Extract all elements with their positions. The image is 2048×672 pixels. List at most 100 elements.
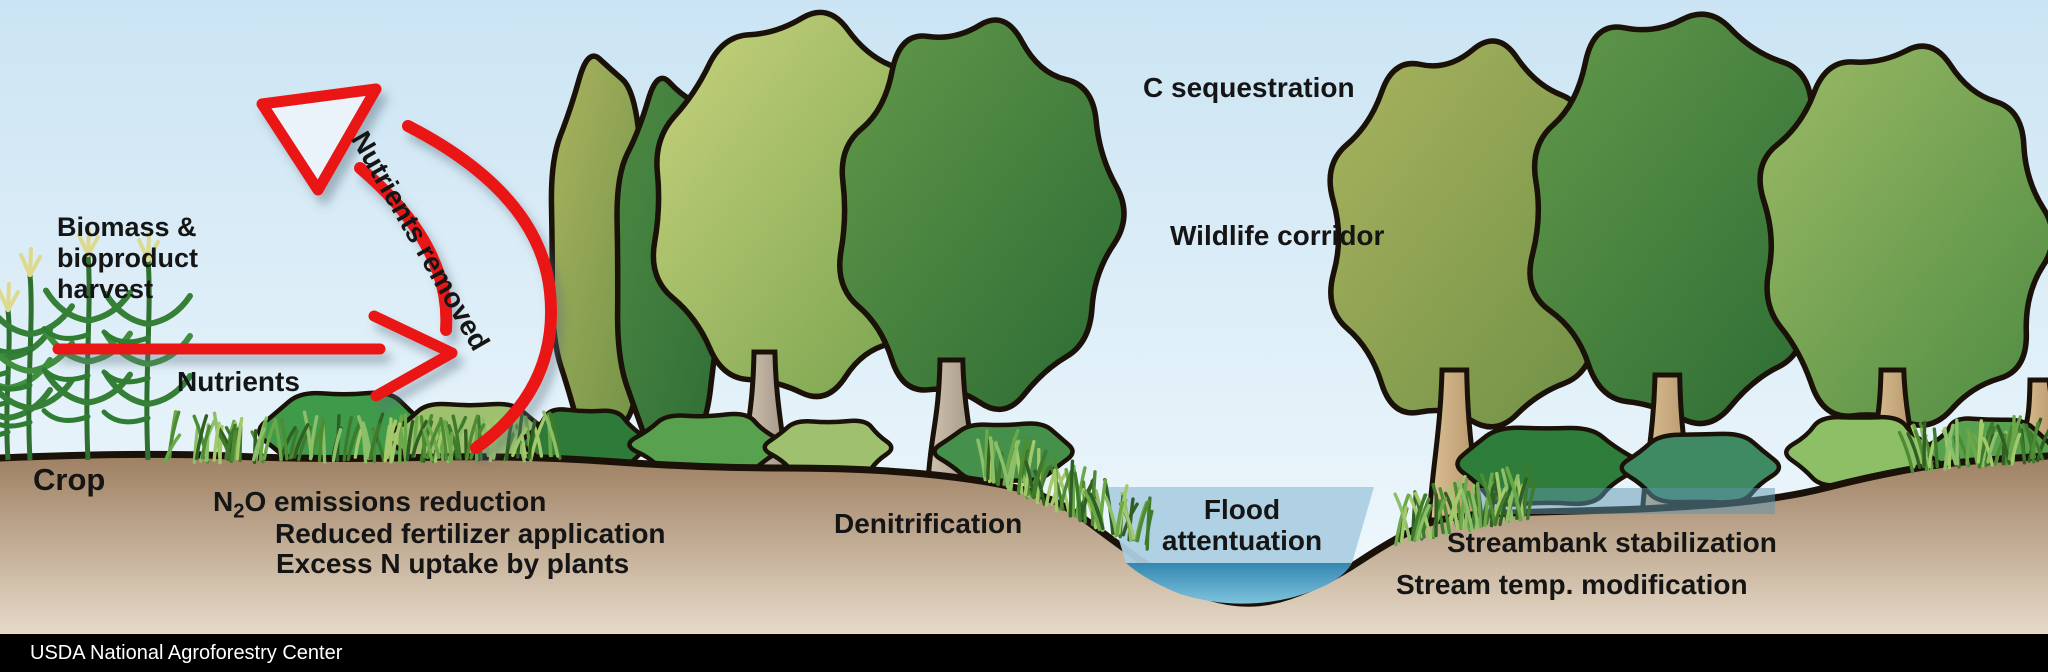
grass-blade bbox=[422, 428, 434, 462]
grass-blade bbox=[993, 441, 1011, 492]
grass-blade bbox=[200, 424, 212, 460]
grass-blade bbox=[1053, 468, 1059, 513]
label-reduced-fertilizer: Reduced fertilizer application bbox=[275, 518, 666, 549]
corn-tassel bbox=[6, 290, 20, 312]
grass-blade bbox=[447, 424, 460, 459]
grass-blade bbox=[2030, 421, 2040, 460]
grass-blade bbox=[1415, 504, 1431, 541]
corn-leaf bbox=[101, 409, 151, 425]
grass-blade bbox=[1431, 482, 1445, 535]
label-nutrients: Nutrients bbox=[177, 366, 300, 397]
corn-leaf bbox=[101, 369, 151, 385]
grass-blade bbox=[1493, 491, 1509, 527]
grass-blade bbox=[1115, 500, 1125, 537]
grass-blade bbox=[511, 427, 528, 458]
grass-blade bbox=[988, 436, 996, 484]
grass-blade bbox=[533, 426, 544, 458]
grass-blade bbox=[405, 419, 415, 462]
grass-blade bbox=[280, 417, 289, 461]
corn-leaf bbox=[41, 408, 91, 423]
corn-leaf bbox=[0, 314, 33, 338]
nutrient-cycle-arrows bbox=[52, 83, 557, 454]
grass-blade bbox=[1897, 430, 1915, 474]
grass-blade bbox=[1955, 418, 1959, 466]
grass-blade bbox=[451, 414, 462, 461]
grass-blade bbox=[2010, 432, 2022, 466]
grass-blade bbox=[212, 421, 221, 462]
grass-blade bbox=[163, 433, 182, 463]
label-streambank-stabilization: Streambank stabilization bbox=[1447, 527, 1777, 558]
grass-blade bbox=[235, 416, 244, 461]
grass-blade bbox=[1480, 473, 1497, 525]
tree-canopy bbox=[1757, 43, 2048, 428]
grass-blade bbox=[194, 414, 209, 461]
grass-blade bbox=[476, 414, 483, 461]
stream-water bbox=[1126, 563, 1352, 604]
corn-leaf bbox=[41, 326, 91, 341]
grass-blade bbox=[2036, 428, 2048, 463]
grass-blade bbox=[1476, 482, 1483, 529]
grass-blade bbox=[398, 425, 408, 463]
grass-blade bbox=[368, 423, 382, 461]
grass-blade bbox=[1913, 430, 1929, 472]
grass-blade bbox=[542, 410, 560, 458]
corn-leaf bbox=[43, 287, 91, 324]
grass-blade bbox=[383, 424, 392, 463]
grass-blade bbox=[230, 430, 237, 462]
grass-blade bbox=[1941, 429, 1958, 466]
grass-blade bbox=[1498, 482, 1514, 527]
grass-blade bbox=[1515, 477, 1528, 520]
left-tree-group bbox=[548, 9, 1127, 485]
grass-blade bbox=[1016, 437, 1029, 493]
corn-leaf bbox=[0, 399, 11, 407]
grass-blade bbox=[1144, 509, 1154, 546]
grass bbox=[163, 410, 2048, 551]
flood-attenuation-water bbox=[1103, 487, 1374, 563]
corn-leaf bbox=[101, 329, 151, 345]
grass-blade bbox=[1089, 492, 1105, 531]
grass-blade bbox=[1943, 423, 1955, 471]
corn-leaf bbox=[0, 345, 33, 355]
corn-leaf bbox=[0, 429, 11, 437]
grass-blade bbox=[1400, 505, 1408, 543]
grass-blade bbox=[1068, 459, 1075, 518]
grass-blade bbox=[984, 429, 989, 478]
grass-blade bbox=[342, 416, 353, 462]
corn-leaf bbox=[0, 369, 11, 377]
corn-leaf bbox=[0, 382, 33, 392]
grass-blade bbox=[2024, 423, 2036, 464]
corn-leaf bbox=[103, 291, 151, 327]
nutrients-removed-curve-outer bbox=[402, 120, 557, 454]
corn-leaf bbox=[0, 419, 33, 429]
grass-blade bbox=[1932, 427, 1939, 469]
corn-tassel bbox=[28, 255, 42, 277]
grass-blade bbox=[516, 412, 524, 459]
ground bbox=[0, 454, 2048, 672]
corn-leaf bbox=[85, 371, 133, 406]
grass-blade bbox=[390, 422, 402, 463]
grass-blade bbox=[411, 420, 428, 458]
grass-blade bbox=[224, 423, 237, 461]
n2o-rest: O emissions reduction bbox=[244, 486, 547, 517]
grass-blade bbox=[302, 410, 313, 459]
corn-stalk bbox=[26, 274, 34, 461]
grass-blade bbox=[2028, 430, 2044, 461]
corn-leaf bbox=[41, 367, 91, 382]
grass-blade bbox=[258, 419, 268, 462]
grass-blade bbox=[547, 412, 553, 458]
corn-leaf bbox=[145, 373, 193, 407]
grass-blade bbox=[1031, 454, 1046, 499]
grass-blade bbox=[527, 418, 537, 460]
grass-blade bbox=[262, 421, 276, 461]
corn-leaf bbox=[145, 293, 193, 327]
corn-tassel bbox=[86, 235, 100, 257]
grass-blade bbox=[1073, 471, 1082, 523]
grass-blade bbox=[448, 431, 454, 463]
label-n2o-emissions-reduction: N2O emissions reduction bbox=[213, 486, 547, 522]
grass-blade bbox=[548, 411, 562, 460]
corn-tassel bbox=[146, 240, 160, 262]
grass-blade bbox=[2007, 415, 2022, 461]
grass-blade bbox=[1438, 487, 1452, 535]
grass-blade bbox=[1456, 479, 1474, 532]
